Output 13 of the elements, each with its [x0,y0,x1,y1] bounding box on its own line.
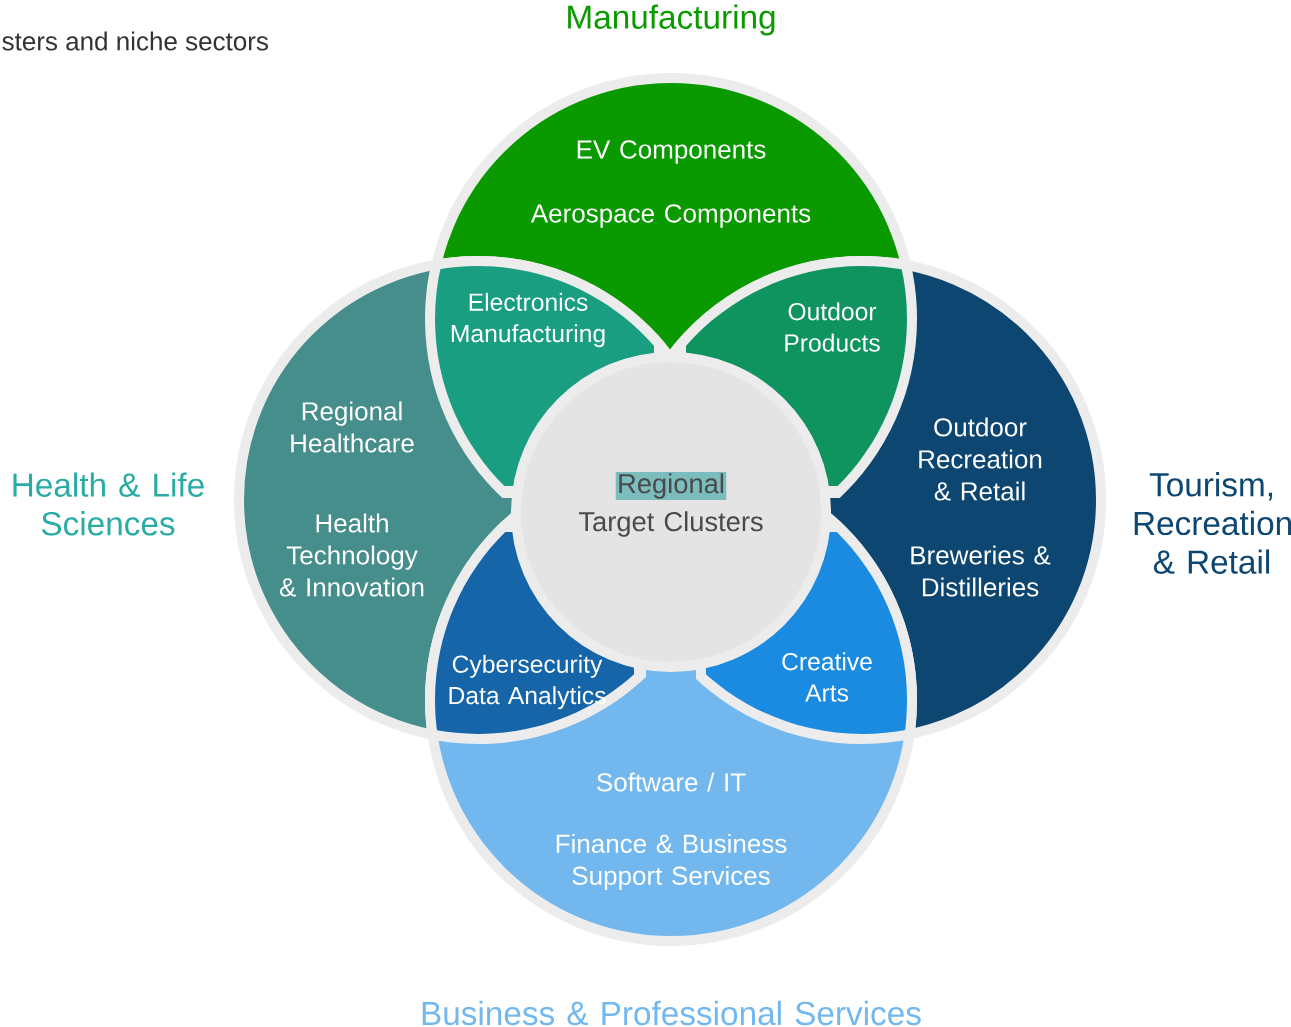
heading: Tourism, Recreation & Retail [1134,472,1291,574]
circle-label: Breweries & Distilleries [911,545,1051,597]
heading: Health & Life Sciences [13,472,204,536]
circle-label: Regional Healthcare [291,401,414,453]
circle-label: Aerospace Components [530,204,811,228]
overlap-label: Outdoor Products [785,302,880,352]
heading: Business & Professional Services [422,1000,921,1026]
note-text: sters and niche sectors [2,31,268,51]
circle-label: Outdoor Recreation & Retail [919,417,1042,501]
circle-label: Health Technology & Innovation [279,513,424,597]
circle-label: EV Components [577,140,766,164]
overlap-label: Electronics Manufacturing [451,292,605,348]
heading: Manufacturing [568,4,775,36]
